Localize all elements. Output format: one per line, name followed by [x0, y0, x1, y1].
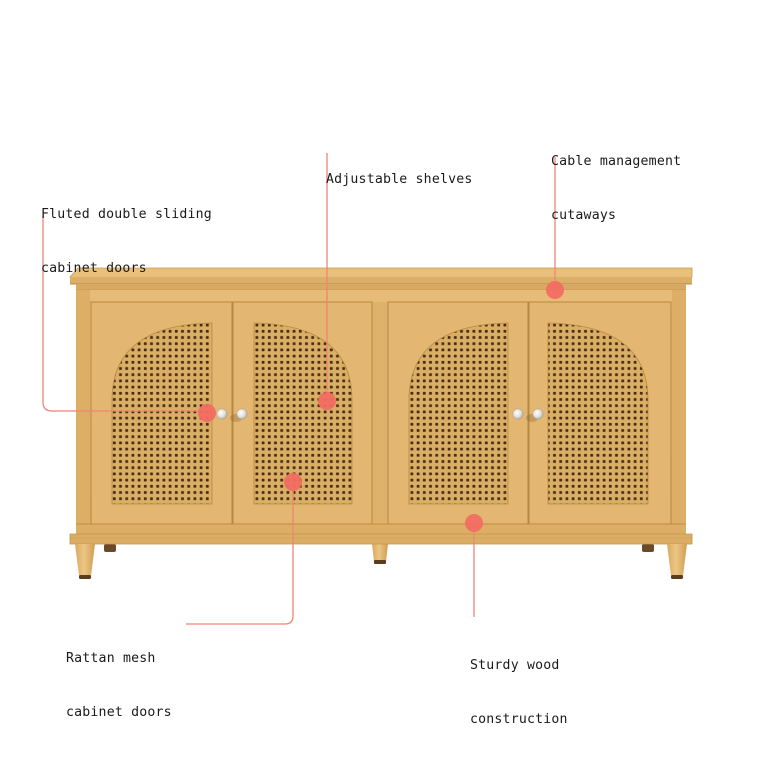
- callout-lines: [42, 153, 556, 625]
- callout-text-line: cabinet doors: [66, 705, 172, 720]
- callout-dot-sturdy-wood: [465, 514, 483, 532]
- callout-text-line: Sturdy wood: [470, 658, 560, 673]
- callout-text-line: Cable management: [551, 154, 682, 169]
- callout-label-fluted-doors: Fluted double sliding cabinet doors: [41, 170, 212, 314]
- callout-text-line: cabinet doors: [41, 261, 147, 276]
- callout-label-cable-management: Cable management cutaways: [551, 117, 681, 261]
- callout-dot-adjustable-shelves: [318, 392, 336, 410]
- callout-dots: [198, 281, 564, 532]
- callout-text-line: Rattan mesh: [66, 651, 156, 666]
- callout-text-line: Fluted double sliding: [41, 207, 212, 222]
- callout-label-rattan-mesh: Rattan mesh cabinet doors: [66, 614, 172, 758]
- callout-label-adjustable-shelves: Adjustable shelves: [326, 135, 473, 225]
- front-legs: [75, 544, 687, 579]
- callout-text-line: cutaways: [551, 208, 617, 223]
- door-knobs: [216, 408, 544, 422]
- callout-dot-cable-management: [546, 281, 564, 299]
- callout-text-line: Adjustable shelves: [326, 172, 473, 187]
- callout-dot-rattan-mesh: [284, 473, 302, 491]
- back-legs: [104, 544, 654, 564]
- callout-dot-fluted-doors: [198, 404, 216, 422]
- callout-label-sturdy-wood: Sturdy wood construction: [470, 621, 568, 765]
- callout-text-line: construction: [470, 712, 568, 727]
